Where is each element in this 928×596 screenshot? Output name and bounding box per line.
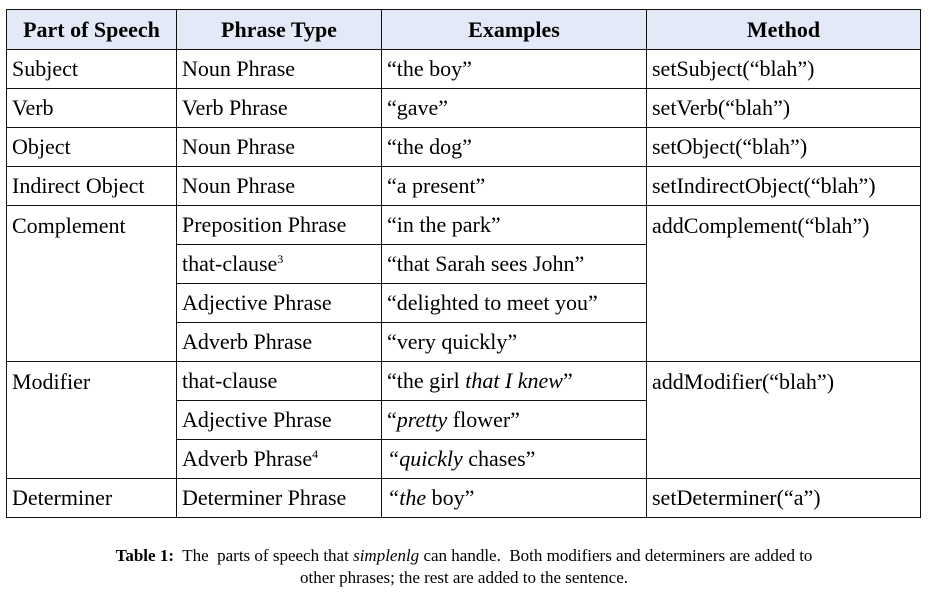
caption-text-after: can handle. Both modifiers and determine…	[419, 546, 813, 565]
example-cell: “very quickly”	[381, 322, 647, 362]
example-text: “the girl	[387, 368, 466, 393]
example-cell: “the dog”	[381, 127, 647, 167]
phrase-type-cell: that-clause3	[176, 244, 382, 284]
footnote-marker: 4	[312, 447, 319, 461]
example-cell: “the boy”	[381, 49, 647, 89]
example-cell: “the boy”	[381, 478, 647, 518]
phrase-type-cell: Preposition Phrase	[176, 205, 382, 245]
example-italic-text: that I knew	[465, 368, 563, 393]
phrase-type-cell: Adverb Phrase4	[176, 439, 382, 479]
table-row: Verb Verb Phrase “gave” setVerb(“blah”)	[6, 88, 921, 128]
example-cell: “gave”	[381, 88, 647, 128]
header-part-of-speech: Part of Speech	[6, 9, 177, 50]
table-row: Complement Preposition Phrase “in the pa…	[6, 205, 921, 362]
example-tail-text: ”	[562, 368, 573, 393]
header-examples: Examples	[381, 9, 647, 50]
example-cell: “in the park”	[381, 205, 647, 245]
phrase-type-cell: Determiner Phrase	[176, 478, 382, 518]
table-row: Adverb Phrase4 “quickly chases”	[7, 439, 921, 479]
caption-line-2: other phrases; the rest are added to the…	[299, 568, 629, 587]
caption-label: Table 1:	[115, 546, 174, 565]
example-italic-text: “the	[387, 485, 427, 510]
example-cell: “the girl that I knew”	[381, 361, 647, 401]
table-row: Adverb Phrase “very quickly”	[7, 322, 921, 362]
table-row: Indirect Object Noun Phrase “a present” …	[6, 166, 921, 206]
pos-cell: Modifier	[6, 361, 177, 479]
table-row: Modifier that-clause “the girl that I kn…	[6, 361, 921, 479]
phrase-type-cell: Noun Phrase	[176, 49, 382, 89]
phrase-type-cell: Adverb Phrase	[176, 322, 382, 362]
phrase-type-text: Adverb Phrase	[182, 446, 313, 471]
phrase-type-text: that-clause	[182, 251, 278, 276]
example-cell: “quickly chases”	[381, 439, 647, 479]
table-row: Adjective Phrase “delighted to meet you”	[7, 283, 921, 323]
pos-cell: Subject	[6, 49, 177, 89]
example-cell: “a present”	[381, 166, 647, 206]
method-cell: setIndirectObject(“blah”)	[646, 166, 921, 206]
phrase-type-cell: Adjective Phrase	[176, 400, 382, 440]
phrase-type-cell: Noun Phrase	[176, 166, 382, 206]
phrase-type-cell: Noun Phrase	[176, 127, 382, 167]
pos-cell: Determiner	[6, 478, 177, 518]
method-cell: setObject(“blah”)	[646, 127, 921, 167]
pos-cell: Verb	[6, 88, 177, 128]
example-text: “	[387, 407, 397, 432]
pos-cell: Complement	[6, 205, 177, 362]
footnote-marker: 3	[277, 252, 284, 266]
example-cell: “that Sarah sees John”	[381, 244, 647, 284]
table-header-row: Part of Speech Phrase Type Examples Meth…	[6, 9, 921, 50]
example-tail-text: chases”	[462, 446, 536, 471]
example-italic-text: “quickly	[387, 446, 463, 471]
table-row: Determiner Determiner Phrase “the boy” s…	[6, 478, 921, 518]
method-cell: addComplement(“blah”)	[646, 205, 921, 362]
phrase-type-cell: Verb Phrase	[176, 88, 382, 128]
table-caption: Table 1: The parts of speech that simple…	[12, 545, 916, 589]
pos-cell: Object	[6, 127, 177, 167]
table-row: Object Noun Phrase “the dog” setObject(“…	[6, 127, 921, 167]
method-cell: setSubject(“blah”)	[646, 49, 921, 89]
caption-italic-term: simplenlg	[353, 546, 420, 565]
example-cell: “delighted to meet you”	[381, 283, 647, 323]
phrase-type-cell: Adjective Phrase	[176, 283, 382, 323]
header-phrase-type: Phrase Type	[176, 9, 382, 50]
pos-cell: Indirect Object	[6, 166, 177, 206]
caption-text-before: The parts of speech that	[174, 546, 354, 565]
method-cell: setDeterminer(“a”)	[646, 478, 921, 518]
table-row: Subject Noun Phrase “the boy” setSubject…	[6, 49, 921, 89]
example-tail-text: boy”	[426, 485, 475, 510]
header-method: Method	[646, 9, 921, 50]
parts-of-speech-table: Part of Speech Phrase Type Examples Meth…	[6, 9, 921, 518]
method-cell: setVerb(“blah”)	[646, 88, 921, 128]
phrase-type-cell: that-clause	[176, 361, 382, 401]
table-row: Adjective Phrase “pretty flower”	[7, 400, 921, 440]
example-tail-text: flower”	[447, 407, 520, 432]
table-row: that-clause3 “that Sarah sees John”	[7, 244, 921, 284]
method-cell: addModifier(“blah”)	[646, 361, 921, 479]
example-cell: “pretty flower”	[381, 400, 647, 440]
example-italic-text: pretty	[396, 407, 448, 432]
